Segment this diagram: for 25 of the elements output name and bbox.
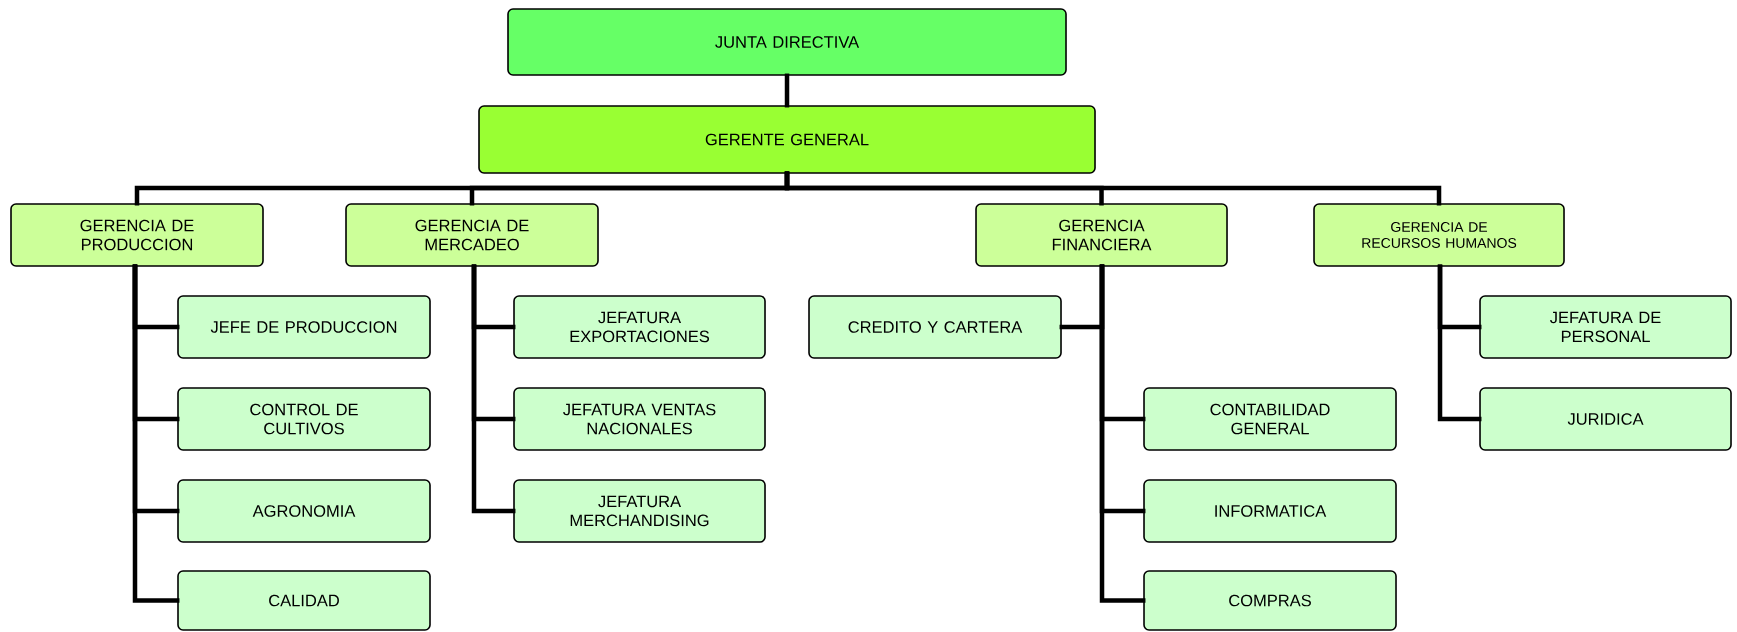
org-box: JEFATURA DE PERSONAL: [1479, 295, 1732, 359]
connector-line: [784, 171, 1442, 206]
connector-line: [471, 264, 516, 514]
org-box: JURIDICA: [1479, 387, 1732, 451]
org-box: COMPRAS: [1143, 570, 1397, 631]
org-box: CREDITO Y CARTERA: [808, 295, 1062, 359]
org-box: GERENCIA FINANCIERA: [975, 203, 1228, 267]
org-box: GERENTE GENERAL: [478, 105, 1096, 174]
org-box: JEFE DE PRODUCCION: [177, 295, 431, 359]
org-box: JUNTA DIRECTIVA: [507, 8, 1067, 76]
org-box: INFORMATICA: [1143, 479, 1397, 543]
org-box: CALIDAD: [177, 570, 431, 631]
org-box: JEFATURA EXPORTACIONES: [513, 295, 766, 359]
org-box: GERENCIA DE PRODUCCION: [10, 203, 264, 267]
connector-line: [1099, 264, 1146, 603]
org-box: CONTABILIDAD GENERAL: [1143, 387, 1397, 451]
connector-line: [132, 264, 180, 603]
org-box: GERENCIA DE MERCADEO: [345, 203, 599, 267]
org-box: AGRONOMIA: [177, 479, 431, 543]
org-box: JEFATURA MERCHANDISING: [513, 479, 766, 543]
org-box: CONTROL DE CULTIVOS: [177, 387, 431, 451]
connector-line: [1437, 264, 1482, 422]
org-box: JEFATURA VENTAS NACIONALES: [513, 387, 766, 451]
connector-line: [784, 73, 790, 108]
org-box: GERENCIA DE RECURSOS HUMANOS: [1313, 203, 1565, 267]
